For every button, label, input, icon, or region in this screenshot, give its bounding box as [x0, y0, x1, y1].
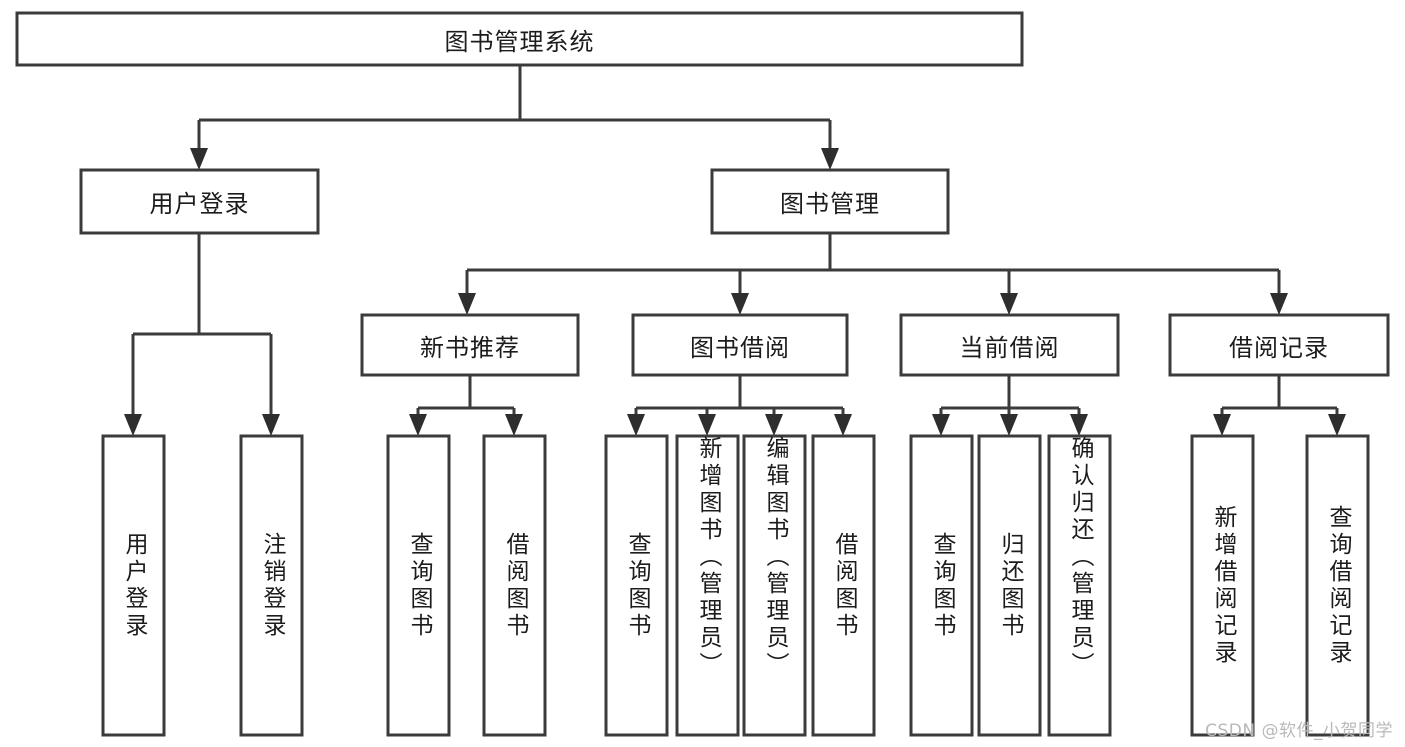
connector-group-userlogin [124, 233, 280, 436]
arrowhead-leaf-borrowbook-4 [834, 414, 852, 436]
arrowhead-leaf-borrowrecord-1 [1213, 414, 1231, 436]
arrowhead-leaf-borrowbook-1 [627, 414, 645, 436]
arrowhead-userlogin [190, 148, 208, 170]
arrowhead-borrowbook [731, 293, 749, 315]
node-box-leaf-borrowrecord-1[interactable] [1190, 434, 1255, 737]
node-box-leaf-borrowrecord-2[interactable] [1305, 434, 1370, 737]
connector-group-borrowbook [627, 375, 852, 436]
arrowhead-leaf-borrowbook-3 [765, 414, 783, 436]
node-box-borrowrecord[interactable] [1168, 313, 1390, 377]
connector-group-currentborrow [932, 375, 1088, 436]
node-box-leaf-userlogin-2[interactable] [239, 434, 304, 737]
node-box-userlogin[interactable] [79, 168, 320, 235]
arrowhead-leaf-currentborrow-2 [1000, 414, 1018, 436]
node-box-currentborrow[interactable] [899, 313, 1120, 377]
connector-group-borrowrecord [1213, 375, 1346, 436]
node-box-leaf-currentborrow-2[interactable] [977, 434, 1042, 737]
node-box-newbook[interactable] [360, 313, 580, 377]
node-box-leaf-borrowbook-3[interactable] [742, 434, 807, 737]
arrowhead-currentborrow [1000, 293, 1018, 315]
arrowhead-bookmgmt [821, 148, 839, 170]
arrowhead-borrowrecord [1270, 293, 1288, 315]
arrowhead-leaf-borrowbook-2 [698, 414, 716, 436]
arrowhead-leaf-newbook-2 [505, 414, 523, 436]
connector-group-root [197, 65, 832, 158]
node-box-leaf-borrowbook-4[interactable] [811, 434, 876, 737]
arrowhead-leaf-currentborrow-3 [1070, 414, 1088, 436]
arrowhead-newbook [458, 293, 476, 315]
node-box-leaf-currentborrow-3[interactable] [1047, 434, 1112, 737]
arrowhead-leaf-newbook-1 [409, 414, 427, 436]
arrowhead-leaf-userlogin-1 [124, 414, 142, 436]
arrowhead-leaf-userlogin-2 [262, 414, 280, 436]
node-box-borrowbook[interactable] [631, 313, 849, 377]
node-box-leaf-newbook-1[interactable] [386, 434, 451, 737]
node-box-leaf-borrowbook-1[interactable] [604, 434, 669, 737]
arrowheads-level2 [190, 148, 839, 170]
node-box-leaf-newbook-2[interactable] [482, 434, 547, 737]
node-box-leaf-currentborrow-1[interactable] [909, 434, 974, 737]
node-box-leaf-borrowbook-2[interactable] [675, 434, 740, 737]
arrowhead-leaf-currentborrow-1 [932, 414, 950, 436]
node-box-root[interactable] [15, 11, 1024, 67]
node-box-leaf-userlogin-1[interactable] [101, 434, 166, 737]
connector-group-newbook [409, 375, 523, 436]
arrowhead-leaf-borrowrecord-2 [1328, 414, 1346, 436]
connector-group-bookmgmt [458, 233, 1288, 315]
node-box-bookmgmt[interactable] [710, 168, 950, 235]
